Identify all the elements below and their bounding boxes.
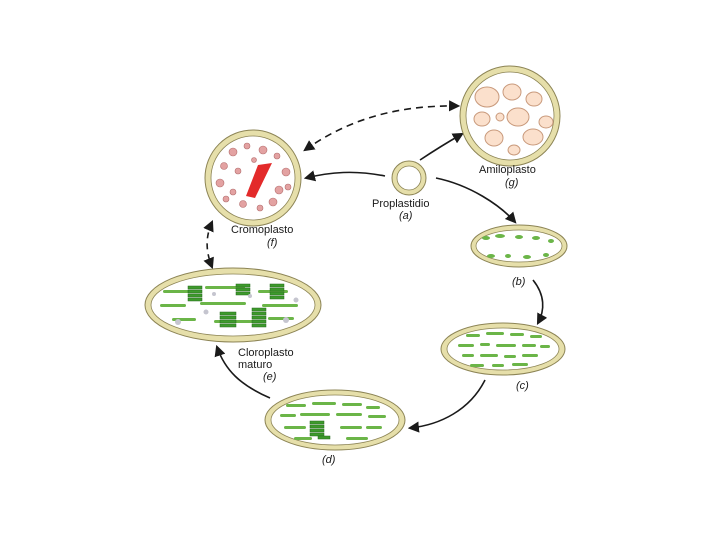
arrow-proplastidio-to-b [435,177,517,224]
plastoglobules [175,292,299,325]
grana-stacks [187,283,285,328]
amiloplasto-tag: (g) [505,177,519,189]
stage-b-tag: (b) [512,276,526,288]
pigment-crystal [246,163,272,198]
plastid-stage-b [470,224,568,268]
proplastidio-tag: (a) [399,210,413,222]
cromoplasto-tag: (f) [267,237,278,249]
stroma-lamellae [160,286,298,323]
proplastidio [391,160,427,196]
cromoplasto-label: Cromoplasto [231,224,293,236]
pigment-globules [215,142,292,212]
cromoplasto [204,129,302,227]
developing-grana [309,420,331,440]
cloroplasto-label-line1: Cloroplasto [238,347,294,359]
amiloplasto [459,65,561,167]
mature-chloroplast [144,267,322,343]
arrow-dashed-cromoplasto-cloroplasto [203,219,214,270]
plastid-stage-c [440,322,566,376]
proplastidio-label: Proplastidio [372,198,429,210]
thylakoid-lamellae [458,332,550,367]
starch-grains [473,83,554,156]
arrow-b-to-c [532,279,548,325]
arrow-proplastidio-to-cromoplasto [303,170,386,182]
arrows [203,100,548,433]
plastid-stage-d [264,389,406,451]
amiloplasto-label: Amiloplasto [479,164,536,176]
cloroplasto-tag: (e) [263,371,277,383]
arrow-c-to-d [407,379,486,433]
arrow-d-to-e [214,344,271,399]
stage-c-tag: (c) [516,380,529,392]
arrow-dashed-cromoplasto-amiloplasto [303,100,461,152]
thylakoid-invaginations [482,234,554,259]
developing-thylakoids [280,402,386,440]
stage-d-tag: (d) [322,454,336,466]
arrow-proplastidio-to-amiloplasto [419,132,464,161]
cloroplasto-label-line2: maturo [238,359,272,371]
